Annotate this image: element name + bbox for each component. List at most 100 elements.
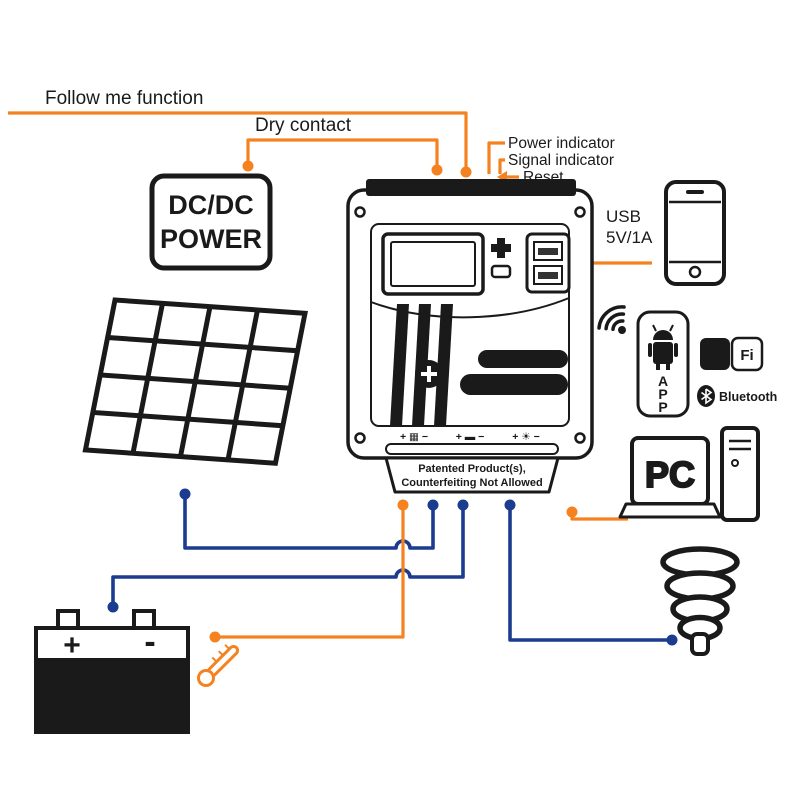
title-badge — [460, 374, 568, 395]
temp-sensor-wire — [215, 505, 405, 639]
wifi-wi-text: Wi — [706, 347, 724, 364]
wifi-signal-dot — [618, 326, 626, 334]
pv-wire-dot-controller — [427, 499, 439, 511]
pc-text: PC — [645, 454, 695, 495]
faceplate-swoosh — [370, 297, 570, 319]
lcd-screen — [390, 241, 476, 287]
power-indicator-label: Power indicator — [508, 135, 615, 152]
bulb-base — [690, 632, 710, 656]
app-letter-p1: P — [658, 386, 667, 402]
battery-plus-sign: + — [63, 629, 81, 662]
follow-me-line — [8, 111, 468, 170]
wifi-signal-arcs — [597, 305, 626, 331]
thermometer-bulb — [196, 669, 215, 688]
app-letter-a: A — [658, 373, 668, 389]
pv-wire-dot-panel — [179, 488, 191, 500]
mppt-controller: MPPT140D Solar Controller + ▦ − + ▬ − + … — [346, 179, 594, 494]
android-antennae — [652, 324, 674, 332]
dcdc-line2: POWER — [160, 224, 262, 254]
smartphone-icon — [664, 180, 726, 286]
laptop-base — [618, 502, 722, 519]
phone-speaker — [686, 190, 704, 194]
select-button — [490, 264, 512, 279]
battery-label: BATTERY — [42, 686, 183, 716]
terminal-pv-label: + ▦ − — [400, 431, 428, 443]
battery-icon: + - BATTERY — [34, 609, 190, 734]
battery-wire — [111, 505, 465, 607]
dry-contact-dot-left — [242, 160, 254, 172]
load-wire-dot-bulb — [666, 634, 678, 646]
terminal-slot — [385, 443, 559, 455]
bluetooth-rune-icon — [701, 388, 713, 405]
terminal-load-label: + ☀ − — [512, 431, 540, 443]
bluetooth-logo: Bluetooth — [697, 385, 777, 407]
battery-terminal-pos — [56, 609, 80, 630]
battery-wire-dot-battery — [107, 601, 119, 613]
usb-label: USB — [606, 207, 641, 226]
android-arm-right — [674, 343, 678, 357]
usb-port-bottom-tongue — [538, 272, 558, 279]
wifi-logo: Wi Fi — [700, 336, 764, 372]
wifi-fi-text: Fi — [740, 347, 753, 364]
screw-hole-top-right — [574, 206, 586, 218]
power-indicator-line — [487, 141, 505, 174]
dry-contact-label: Dry contact — [255, 115, 352, 136]
screw-hole-bottom-right — [574, 432, 586, 444]
title-text: Solar Controller — [463, 377, 566, 392]
phone-home-button — [688, 265, 702, 279]
load-wire — [508, 505, 672, 642]
dcdc-outline — [149, 173, 273, 271]
tower-drive-slots — [729, 439, 751, 451]
dcdc-power-box: DC/DC POWER — [149, 173, 273, 271]
terminal-battery-label: + ▬ − — [456, 431, 485, 443]
screw-hole-bottom-left — [354, 432, 366, 444]
follow-me-label: Follow me function — [45, 88, 203, 109]
pc-icon: PC — [618, 426, 760, 522]
temperature-sensor-icon — [196, 644, 240, 688]
dcdc-line1: DC/DC — [168, 190, 254, 220]
tower-power-button — [731, 459, 739, 467]
desktop-tower — [720, 426, 760, 522]
temp-wire-dot-sensor — [209, 631, 221, 643]
model-badge — [478, 350, 568, 368]
annotation-dry-contact: Dry contact — [242, 115, 443, 176]
annotation-signal-indicator: Signal indicator — [498, 152, 614, 174]
terminal-cover — [384, 456, 560, 494]
temp-wire-dot-controller — [397, 499, 409, 511]
dry-contact-dot-right — [431, 164, 443, 176]
annotation-follow-me: Follow me function — [8, 88, 472, 178]
pc-wire-dot — [566, 506, 578, 518]
screw-hole-top-left — [354, 206, 366, 218]
battery-wire-dot-controller — [457, 499, 469, 511]
usb-spec-label: 5V/1A — [606, 228, 653, 247]
android-leg-right — [666, 364, 670, 370]
wifi-logo-box-fi — [730, 336, 764, 372]
light-bulb-icon — [660, 546, 740, 656]
android-leg-left — [656, 364, 660, 370]
usb-ports — [525, 232, 571, 294]
thermometer-ticks — [211, 644, 230, 662]
signal-indicator-label: Signal indicator — [508, 152, 614, 169]
load-wire-dot-controller — [504, 499, 516, 511]
patent-line2: Counterfeiting Not Allowed — [401, 477, 542, 489]
phone-screen-lines — [669, 200, 721, 264]
wifi-signal-icon — [597, 305, 626, 334]
android-arm-left — [648, 343, 652, 357]
solar-panel-icon — [82, 297, 308, 466]
stripe-1 — [390, 304, 409, 426]
annotation-power-indicator: Power indicator — [487, 135, 615, 174]
menu-button — [491, 238, 511, 258]
signal-indicator-line — [498, 158, 505, 174]
phone-outline — [664, 180, 726, 286]
android-body — [653, 342, 673, 364]
stripe-3 — [434, 304, 453, 426]
panel-grid-horizontal — [92, 335, 299, 429]
patent-line1: Patented Product(s), — [418, 463, 526, 475]
plus-emblem-cross-icon — [421, 366, 437, 382]
pv-wire — [183, 494, 435, 550]
wifi-logo-box-wi — [700, 338, 730, 370]
battery-body — [34, 658, 190, 734]
plus-button-icon-bar — [491, 244, 511, 252]
android-head — [653, 330, 673, 340]
